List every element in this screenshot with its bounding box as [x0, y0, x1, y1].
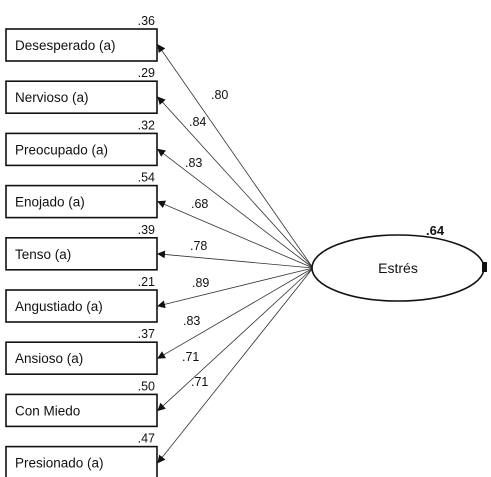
- indicator-r2: .32: [138, 118, 155, 132]
- factor-edge-marker: [482, 262, 487, 272]
- path-arrow: [157, 267, 314, 412]
- indicator-label: Nervioso (a): [15, 90, 89, 105]
- path-arrow: [157, 200, 314, 269]
- path-loading: .71: [182, 350, 199, 364]
- indicator-label: Ansioso (a): [15, 351, 83, 366]
- indicator-box: [5, 341, 158, 376]
- path-loading: .89: [192, 276, 209, 290]
- path-arrow: [157, 267, 314, 309]
- path-arrow: [157, 250, 314, 269]
- indicator-box: [5, 289, 158, 323]
- indicator-item: Angustiado (a) .21: [5, 275, 158, 323]
- path-arrow: [157, 267, 314, 359]
- indicator-box: [5, 237, 158, 271]
- indicator-r2: .39: [138, 223, 155, 237]
- factor-r2: .64: [426, 223, 445, 238]
- path-arrow: [157, 148, 314, 269]
- indicator-box: [5, 184, 158, 219]
- indicator-r2: .29: [138, 66, 155, 80]
- indicator-box: [5, 80, 158, 114]
- indicator-item: Presionado (a) .47: [5, 432, 158, 477]
- indicator-label: Enojado (a): [15, 195, 85, 210]
- indicator-label: Preocupado (a): [15, 142, 108, 157]
- path-lines: .80 .84 .83 .68 .78 .89 .83 .71 .71: [157, 44, 314, 464]
- indicator-label: Tenso (a): [15, 247, 71, 262]
- path-arrow: [157, 96, 314, 269]
- indicator-item: Preocupado (a) .32: [5, 118, 158, 167]
- path-loading: .68: [191, 197, 208, 211]
- indicator-label: Angustiado (a): [15, 299, 103, 314]
- indicator-r2: .50: [138, 379, 155, 393]
- indicator-label: Presionado (a): [15, 456, 104, 471]
- path-arrow: [157, 267, 314, 464]
- path-loading: .78: [190, 239, 207, 253]
- indicator-item: Enojado (a) .54: [5, 171, 158, 219]
- latent-factor: Estrés .64: [311, 223, 487, 302]
- path-loading: .80: [211, 88, 228, 102]
- indicator-item: Desesperado (a) .36: [5, 14, 158, 62]
- indicator-item: Nervioso (a) .29: [5, 66, 158, 114]
- indicator-r2: .37: [138, 327, 155, 341]
- indicator-item: Ansioso (a) .37: [5, 327, 158, 376]
- indicator-box: [5, 445, 158, 477]
- path-loading: .83: [185, 156, 202, 170]
- indicator-r2: .21: [138, 275, 155, 289]
- factor-label: Estrés: [378, 260, 418, 276]
- indicator-r2: .36: [138, 14, 155, 28]
- indicator-item: Tenso (a) .39: [5, 223, 158, 271]
- path-loading: .71: [191, 375, 208, 389]
- indicator-box: [5, 28, 158, 62]
- path-loading: .83: [183, 314, 200, 328]
- indicator-r2: .47: [138, 432, 155, 446]
- indicator-label: Desesperado (a): [15, 38, 116, 53]
- indicator-label: Con Miedo: [15, 403, 80, 418]
- indicator-r2: .54: [138, 171, 155, 185]
- indicator-box: [5, 393, 158, 428]
- indicator-item: Con Miedo .50: [5, 379, 158, 428]
- path-loading: .84: [189, 115, 206, 129]
- path-arrow: [157, 44, 314, 269]
- indicator-box: [5, 132, 158, 167]
